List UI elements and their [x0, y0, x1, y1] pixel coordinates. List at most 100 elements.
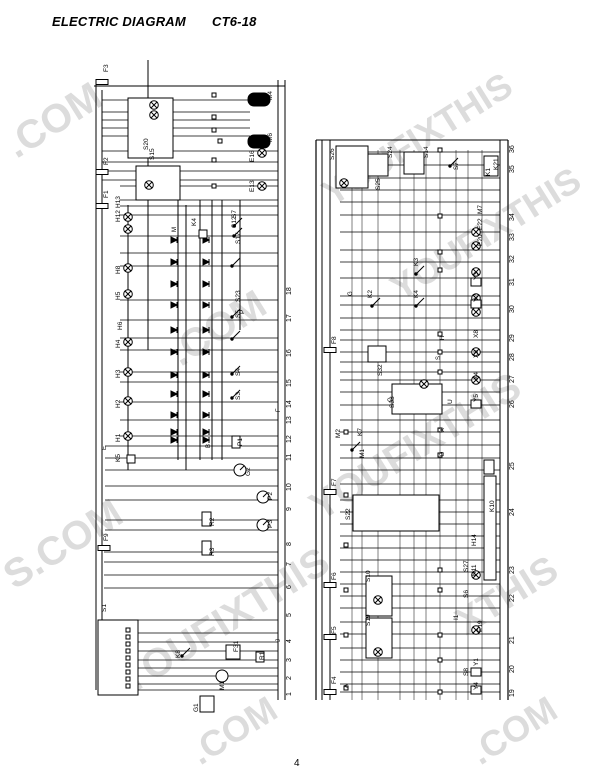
column-number: 3	[286, 658, 293, 662]
component-label-left: H5	[115, 291, 122, 300]
switch-symbol	[233, 227, 243, 237]
component-label-left: H3	[115, 369, 122, 378]
switch-symbol	[231, 330, 241, 340]
component-labels: F3F2F1F9S1S15S20S5S3S4S23S17S12S7H1H2H3H…	[101, 64, 500, 712]
switch-contact	[230, 337, 234, 341]
lamp-cross	[258, 149, 266, 157]
component-label-right: I1	[453, 614, 460, 620]
component-label-right: M1	[359, 449, 366, 458]
valve-symbol	[470, 299, 482, 309]
terminal-symbol	[125, 669, 131, 675]
terminal-symbol	[211, 183, 217, 189]
diagram-title: ELECTRIC DIAGRAM	[52, 14, 186, 29]
lamp-cross	[124, 432, 132, 440]
component-label-right: S6	[463, 590, 470, 598]
component-label-right: U	[447, 399, 454, 404]
component-label-right: X9	[473, 350, 480, 358]
column-number: 22	[509, 594, 516, 602]
component-label-left: F3	[103, 64, 110, 72]
terminal-symbol	[437, 587, 443, 593]
diode-symbol	[170, 390, 179, 398]
column-number: 34	[509, 213, 516, 221]
fuse-f31	[225, 644, 241, 660]
lamp-cross	[472, 308, 480, 316]
terminal-symbol	[437, 657, 443, 663]
component-label-left: M6	[267, 133, 274, 142]
column-number: 8	[286, 542, 293, 546]
diode-symbol	[170, 371, 179, 379]
component-label-right: S14	[423, 146, 430, 158]
component-label-left: E13	[249, 180, 256, 192]
component-label-right: S24	[387, 146, 394, 158]
bus-label: B	[206, 444, 212, 448]
component-label-right: S27	[463, 560, 470, 572]
diode-symbol	[202, 371, 211, 379]
switch-contact	[230, 396, 234, 400]
component-label-right: Y3	[473, 272, 480, 280]
terminal-symbol	[217, 138, 223, 144]
column-number: 31	[509, 278, 516, 286]
switch-symbol	[231, 257, 241, 267]
component-label-right: Y4	[473, 682, 480, 690]
lamp-cross	[258, 182, 266, 190]
gauge-needle	[262, 520, 268, 526]
column-number: 6	[286, 585, 293, 589]
switch-s7	[449, 157, 459, 167]
component-label-left: R3	[209, 547, 216, 556]
diode-symbol	[170, 348, 179, 356]
bus-label: G	[348, 291, 354, 296]
component-label-right: X8	[473, 330, 480, 338]
lamp-cross	[124, 368, 132, 376]
switch-contact	[230, 264, 234, 268]
lamp-cross	[124, 397, 132, 405]
terminal-symbol	[211, 92, 217, 98]
component-label-right: S19	[365, 614, 372, 626]
lamp-cross	[420, 380, 428, 388]
switch-contact	[232, 234, 236, 238]
lamp-cross	[145, 181, 153, 189]
column-number: 13	[286, 416, 293, 424]
bus-label: C	[388, 397, 394, 402]
component-label-right: H11	[471, 564, 478, 576]
component-label-left: F31	[233, 640, 240, 652]
terminal-symbol	[437, 369, 443, 375]
column-number: 15	[286, 379, 293, 387]
component-label-right: K1	[485, 168, 492, 176]
lamp-cross	[124, 225, 132, 233]
valve-symbol	[470, 685, 482, 695]
component-label-right: K10	[489, 500, 496, 512]
gauge-needle	[239, 465, 245, 471]
component-label-left: H6	[117, 321, 124, 330]
terminal-symbol	[125, 634, 131, 640]
component-label-left: R2	[209, 517, 216, 526]
terminal-symbol	[343, 685, 349, 691]
terminal-symbol	[437, 452, 443, 458]
switch-contact	[414, 272, 418, 276]
watermark-text: YOUFIXTHIS	[315, 64, 520, 213]
component-label-right: K21	[493, 158, 500, 170]
resistor-r2	[201, 511, 212, 527]
component-label-right: Y1	[473, 658, 480, 666]
terminal-symbol	[125, 655, 131, 661]
watermark-text: YOUFIXTHIS	[383, 159, 588, 308]
diode-symbol	[170, 301, 179, 309]
component-label-right: F6	[331, 572, 338, 580]
component-label-right: S7	[453, 162, 460, 170]
switch-symbol	[233, 217, 243, 227]
component-label-right: K2	[367, 290, 374, 298]
lamp-cross	[374, 648, 382, 656]
column-number: 30	[509, 305, 516, 313]
lamp-cross	[124, 290, 132, 298]
terminal-symbol	[125, 662, 131, 668]
fuse-f7	[323, 489, 337, 495]
component-label-left: K5	[115, 454, 122, 462]
relay-k4	[198, 229, 208, 239]
column-number: 2	[286, 676, 293, 680]
component-label-left: K8	[175, 650, 182, 658]
column-number: 18	[286, 287, 293, 295]
diode-symbol	[170, 428, 179, 436]
switch-symbol	[231, 389, 241, 399]
component-label-left: M4	[267, 91, 274, 100]
switch-contact	[370, 304, 374, 308]
component-label-left: G1	[193, 703, 200, 712]
